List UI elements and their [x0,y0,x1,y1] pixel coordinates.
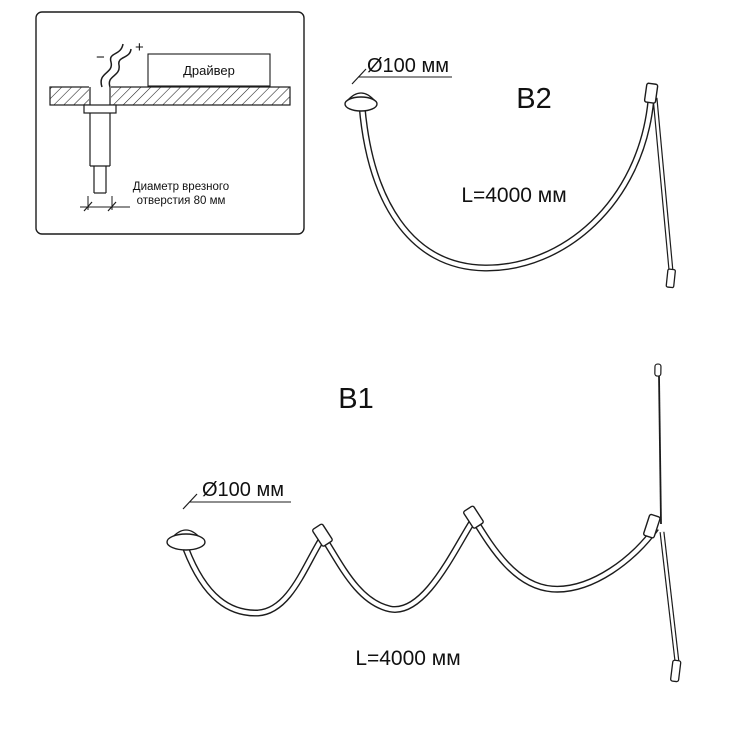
driver-box [147,53,271,87]
b1-diameter-label: Ø100 мм [202,479,284,501]
variant-b1: B1 Ø100 мм L=4000 мм [166,363,682,683]
b1-cable-clip-2 [463,505,484,529]
driver-label: Драйвер [183,63,235,78]
b2-diameter-label: Ø100 мм [367,55,449,77]
b1-suspension-wire [658,374,662,525]
b2-rod-fill [653,97,673,272]
b1-cable-clip-1 [312,523,333,547]
b2-label: B2 [516,83,551,115]
plus-label: + [135,39,144,56]
ceiling-section [49,86,291,106]
mount-pipe [83,87,117,194]
b1-rod-fill [660,531,679,663]
b1-canopy [166,533,206,551]
dim-tick-left [83,201,93,212]
ceiling-mount-inset: Драйвер + − Диаметр врезного отверстия [35,11,305,235]
dim-tick-right [107,201,117,212]
b1-cable-fill [184,515,658,616]
variant-b2: Ø100 мм B2 L=4000 мм [344,55,676,289]
hole-note-line2: отверстия 80 мм [137,195,226,207]
wire-positive [108,48,132,88]
b2-cable-fill [359,99,654,271]
b2-rod-tip [665,268,676,289]
b1-rod-tip [670,659,682,683]
b1-hook-fitting [643,513,661,539]
b1-label: B1 [338,383,373,415]
b1-wire-top-tip [654,363,662,377]
ceiling-hole [89,85,111,107]
b1-dim-tick [182,493,198,510]
b2-length-label: L=4000 мм [461,184,566,207]
b2-cable-fitting [643,82,659,104]
hole-note-line1: Диаметр врезного [133,181,229,193]
pipe-collar [83,104,117,114]
b2-dim-tick [351,68,367,85]
minus-label: − [96,49,105,66]
hole-dimension [80,196,130,212]
b2-canopy [344,96,378,112]
b1-length-label: L=4000 мм [355,647,460,670]
wire-negative [100,43,124,88]
